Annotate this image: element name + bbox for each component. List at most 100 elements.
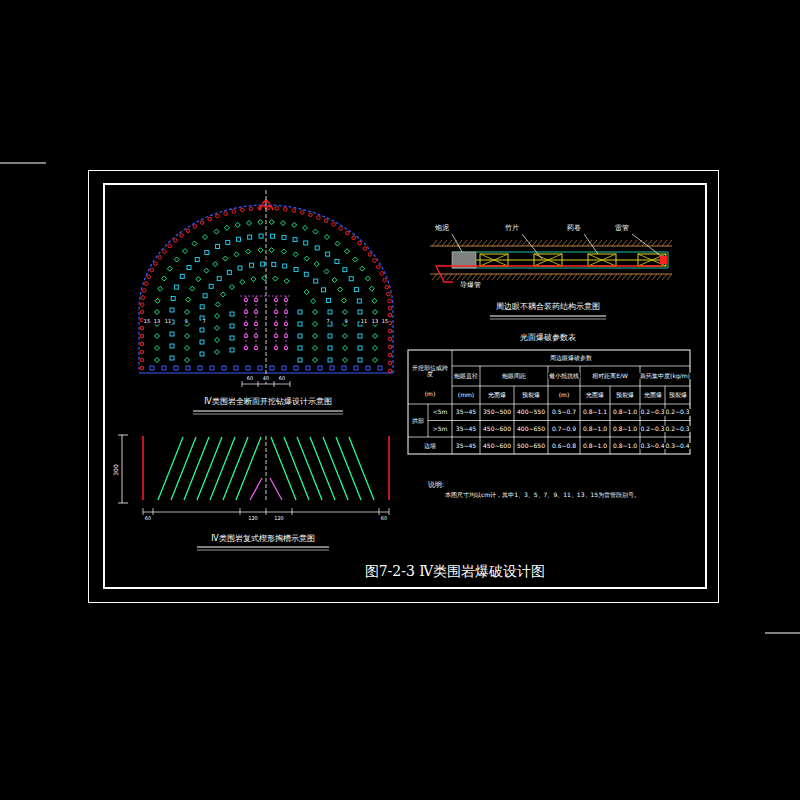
drawing-text: 60 bbox=[144, 516, 152, 521]
auxiliary-hole bbox=[293, 238, 297, 242]
easer-hole bbox=[258, 220, 263, 225]
cartridge-cross bbox=[638, 254, 666, 266]
table-grid bbox=[580, 366, 581, 454]
drawing-text: 0.8~1.0 bbox=[612, 426, 638, 432]
auxiliary-hole bbox=[335, 259, 339, 263]
rock-hatch bbox=[497, 240, 502, 246]
drawing-text: 光面爆 bbox=[487, 392, 507, 398]
cut-hole bbox=[244, 322, 248, 326]
perimeter-hole bbox=[368, 253, 372, 257]
easer-hole bbox=[215, 338, 220, 343]
perimeter-hole bbox=[380, 272, 384, 276]
easer-hole bbox=[303, 225, 308, 230]
drawing-text: 11 bbox=[164, 319, 172, 324]
drawing-text: (m) bbox=[424, 391, 437, 397]
auxiliary-hole bbox=[283, 264, 287, 268]
easer-hole bbox=[343, 346, 348, 351]
rock-hatch bbox=[537, 274, 542, 280]
drawing-text: 预裂爆 bbox=[521, 392, 541, 398]
rock-hatch bbox=[452, 240, 457, 246]
center-line bbox=[266, 436, 267, 500]
perimeter-hole bbox=[140, 358, 144, 362]
auxiliary-hole bbox=[195, 258, 199, 262]
cut-hole bbox=[254, 346, 258, 350]
perimeter-hole bbox=[140, 326, 144, 330]
cartridge-cross bbox=[534, 254, 562, 266]
lifter-hole bbox=[234, 366, 238, 370]
perimeter-hole bbox=[358, 241, 362, 245]
easer-hole bbox=[155, 346, 160, 351]
drawing-text: 500~650 bbox=[516, 442, 546, 448]
rock-hatch bbox=[642, 274, 647, 280]
perimeter-hole bbox=[388, 306, 392, 310]
easer-hole bbox=[335, 241, 340, 246]
perimeter-hole bbox=[385, 285, 389, 289]
drawing-text: 预裂爆 bbox=[615, 392, 635, 398]
drawing-text: 0.3~0.4 bbox=[639, 442, 665, 448]
rock-hatch bbox=[492, 274, 497, 280]
easer-hole bbox=[185, 310, 190, 315]
perimeter-hole bbox=[144, 282, 148, 286]
rock-hatch bbox=[622, 274, 627, 280]
auxiliary-hole bbox=[205, 250, 209, 254]
drawing-text: 450~600 bbox=[482, 442, 512, 448]
cartridge-cross bbox=[480, 254, 508, 266]
wedge-cut-hole bbox=[223, 437, 248, 500]
wedge-cut-hole bbox=[297, 437, 322, 500]
lifter-hole bbox=[198, 366, 202, 370]
auxiliary-hole bbox=[294, 267, 298, 271]
rock-hatch bbox=[492, 240, 497, 246]
easer-hole bbox=[293, 252, 298, 257]
drawing-text: 120 bbox=[247, 516, 259, 521]
cut-guide bbox=[276, 296, 277, 352]
cut-hole bbox=[254, 298, 258, 302]
cut-hole bbox=[244, 298, 248, 302]
lifter-hole bbox=[210, 366, 214, 370]
dimension-tick bbox=[274, 381, 275, 387]
perimeter-hole bbox=[363, 247, 367, 251]
easer-hole bbox=[314, 262, 319, 267]
drawing-text: 40 bbox=[262, 376, 270, 381]
cut-guide bbox=[246, 296, 247, 352]
rock-hatch bbox=[477, 274, 482, 280]
perimeter-hole bbox=[292, 209, 296, 213]
dimension-tick bbox=[240, 508, 241, 515]
auxiliary-hole bbox=[227, 270, 231, 274]
lifter-hole bbox=[366, 366, 370, 370]
rock-hatch bbox=[447, 240, 452, 246]
outer-frame bbox=[89, 171, 719, 603]
auxiliary-hole bbox=[328, 310, 332, 314]
lifter-hole bbox=[378, 366, 382, 370]
rock-hatch bbox=[667, 240, 672, 246]
drawing-text: 35~45 bbox=[455, 426, 477, 432]
rock-hatch bbox=[522, 274, 527, 280]
rock-hatch bbox=[627, 240, 632, 246]
perimeter-hole bbox=[147, 275, 151, 279]
easer-hole bbox=[204, 268, 209, 273]
drawing-text: 60 bbox=[246, 376, 254, 381]
cut-hole bbox=[284, 310, 288, 314]
easer-hole bbox=[313, 310, 318, 315]
auxiliary-hole bbox=[304, 241, 308, 245]
perimeter-hole bbox=[346, 231, 350, 235]
easer-hole bbox=[213, 262, 218, 267]
rock-hatch bbox=[477, 240, 482, 246]
rock-hatch bbox=[532, 274, 537, 280]
cut-guide bbox=[256, 296, 257, 352]
drawing-text: 0.2~0.3 bbox=[664, 409, 690, 415]
wedge-cut-hole bbox=[210, 437, 235, 500]
drawing-text: 最小抵抗线 bbox=[548, 373, 580, 379]
lifter-hole bbox=[162, 366, 166, 370]
rock-hatch bbox=[587, 274, 592, 280]
easer-hole bbox=[313, 322, 318, 327]
rock-hatch bbox=[612, 240, 617, 246]
perimeter-hole bbox=[140, 303, 144, 307]
rock-hatch bbox=[487, 274, 492, 280]
drawing-text: 周边眼爆破参数 bbox=[549, 355, 593, 361]
rock-hatch bbox=[482, 240, 487, 246]
rock-hatch bbox=[542, 274, 547, 280]
rock-hatch bbox=[582, 274, 587, 280]
part-label: 雷管 bbox=[614, 225, 630, 232]
perimeter-hole-line bbox=[388, 436, 390, 500]
auxiliary-hole bbox=[326, 252, 330, 256]
